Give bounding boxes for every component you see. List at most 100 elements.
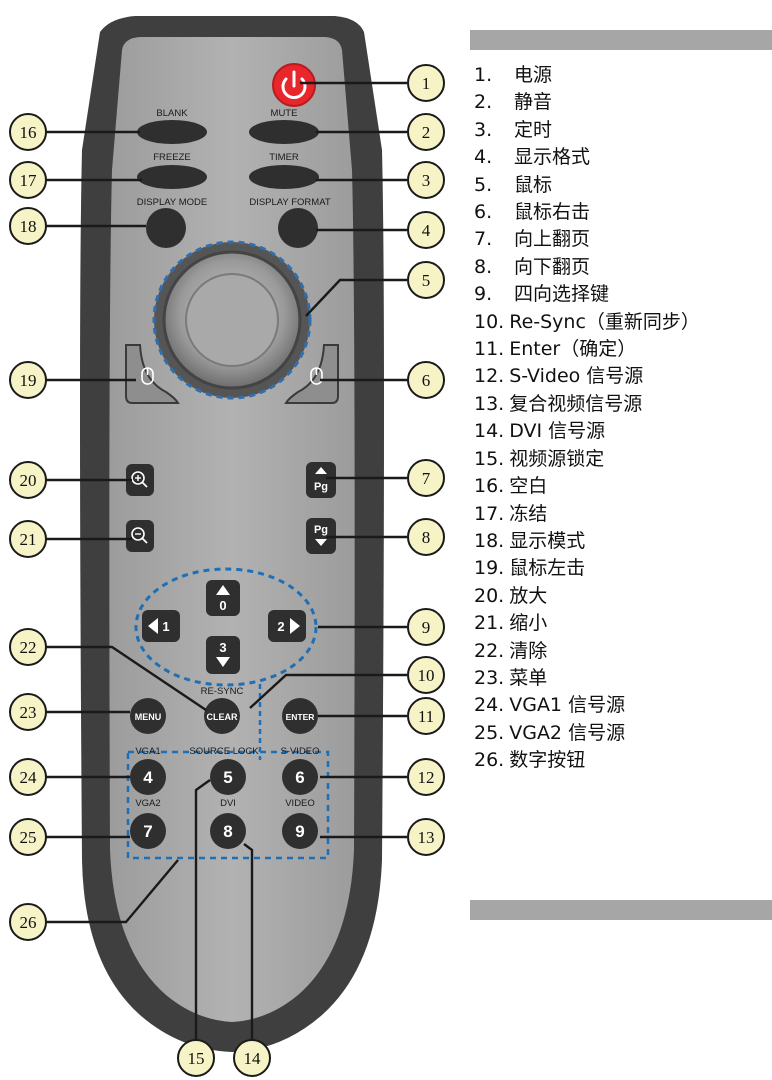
- svg-text:9: 9: [295, 822, 304, 841]
- legend-item-number: 11.: [474, 338, 505, 361]
- page-down-button[interactable]: Pg: [306, 518, 336, 554]
- display-mode-button[interactable]: [146, 208, 186, 248]
- svg-text:17: 17: [20, 171, 38, 190]
- enter-button[interactable]: [282, 698, 318, 734]
- callout-24: 24: [9, 758, 47, 796]
- svg-text:23: 23: [20, 703, 37, 722]
- blank-label: BLANK: [156, 108, 188, 119]
- svg-text:7: 7: [422, 469, 431, 488]
- up-button[interactable]: 0: [206, 580, 240, 616]
- svg-text:11: 11: [418, 707, 434, 726]
- legend-item-number: 16.: [474, 475, 505, 498]
- zoom-in-button[interactable]: [126, 464, 154, 496]
- vga1-label: VGA1: [135, 746, 160, 757]
- legend-item-number: 2.: [474, 91, 493, 114]
- svg-text:21: 21: [20, 530, 37, 549]
- legend-top-bar: [470, 30, 772, 50]
- clear-button[interactable]: [204, 698, 240, 734]
- legend-item-number: 3.: [474, 118, 493, 141]
- zoom-out-button[interactable]: [126, 520, 154, 552]
- legend-item-text: S-Video 信号源: [509, 365, 644, 388]
- callout-23: 23: [9, 693, 47, 731]
- arrow-down-icon: [315, 539, 327, 546]
- legend-item-number: 8.: [474, 255, 493, 278]
- callout-2: 2: [407, 113, 445, 151]
- legend-item-number: 19.: [474, 557, 505, 580]
- svg-text:8: 8: [422, 528, 431, 547]
- legend-item-text: 定时: [514, 118, 553, 141]
- legend-item-number: 18.: [474, 529, 505, 552]
- digit-8-button[interactable]: 8: [210, 813, 246, 849]
- power-button[interactable]: [272, 63, 316, 107]
- down-button[interactable]: 3: [206, 636, 240, 674]
- callout-5: 5: [407, 261, 445, 299]
- digit-7-button[interactable]: 7: [130, 813, 166, 849]
- menu-label: MENU: [135, 712, 162, 722]
- right-button[interactable]: 2: [268, 610, 306, 642]
- legend-item-text: 四向选择键: [514, 283, 610, 306]
- digit-5-button[interactable]: 5: [210, 759, 246, 795]
- mouse-left-click-button[interactable]: [125, 344, 180, 404]
- legend-item-number: 1.: [474, 64, 493, 86]
- mouse-wheel[interactable]: [152, 240, 312, 400]
- legend-item-number: 20.: [474, 584, 505, 607]
- svg-text:19: 19: [20, 371, 37, 390]
- video-label: VIDEO: [285, 798, 315, 809]
- leader-lines: [46, 81, 407, 1040]
- legend-item-number: 13.: [474, 392, 505, 415]
- legend-item: 20.放大: [474, 583, 700, 610]
- callout-17: 17: [9, 161, 47, 199]
- remote-body: [80, 16, 384, 1052]
- legend-item-text: 数字按钮: [509, 749, 586, 772]
- power-icon: [281, 77, 307, 99]
- mouse-right-click-button[interactable]: [284, 344, 339, 404]
- digit-4-button[interactable]: 4: [130, 759, 166, 795]
- legend-item: 25.VGA2 信号源: [474, 720, 700, 747]
- vga2-label: VGA2: [135, 798, 160, 809]
- legend-item: 13.复合视频信号源: [474, 391, 700, 418]
- page-up-button[interactable]: Pg: [306, 462, 336, 498]
- callout-26: 26: [9, 903, 47, 941]
- legend-item-text: 空白: [509, 475, 548, 498]
- freeze-button[interactable]: [137, 165, 207, 189]
- display-format-button[interactable]: [278, 208, 318, 248]
- callout-15: 15: [177, 1039, 215, 1077]
- callout-12: 12: [407, 758, 445, 796]
- digit-9-button[interactable]: 9: [282, 813, 318, 849]
- callout-8: 8: [407, 518, 445, 556]
- callout-9: 9: [407, 608, 445, 646]
- legend-item: 11.Enter（确定）: [474, 336, 700, 363]
- arrow-right-icon: [290, 618, 300, 634]
- legend-item-number: 9.: [474, 283, 493, 306]
- svg-text:16: 16: [20, 123, 37, 142]
- callout-6: 6: [407, 361, 445, 399]
- legend-item: 23.菜单: [474, 665, 700, 692]
- legend-item-number: 22.: [474, 639, 505, 662]
- re-sync-label: RE-SYNC: [201, 686, 244, 697]
- timer-button[interactable]: [249, 165, 319, 189]
- pg-label: Pg: [314, 481, 328, 493]
- svg-text:15: 15: [188, 1049, 205, 1068]
- legend-item: 24.VGA1 信号源: [474, 692, 700, 719]
- legend-item-text: 显示格式: [514, 146, 591, 169]
- blank-button[interactable]: [137, 120, 207, 144]
- legend-item-number: 25.: [474, 721, 505, 744]
- left-button[interactable]: 1: [142, 610, 180, 642]
- svg-text:26: 26: [20, 913, 37, 932]
- callout-1: 1: [407, 64, 445, 102]
- mute-button[interactable]: [249, 120, 319, 144]
- svg-text:18: 18: [20, 217, 37, 236]
- legend-item-number: 10.: [474, 310, 505, 333]
- four-way-selector: [134, 567, 318, 687]
- digit-6-button[interactable]: 6: [282, 759, 318, 795]
- svg-text:12: 12: [418, 768, 435, 787]
- menu-button[interactable]: [130, 698, 166, 734]
- legend-item-number: 14.: [474, 420, 505, 443]
- number-pad-outline: [126, 750, 330, 860]
- callout-22: 22: [9, 628, 47, 666]
- legend-item-number: 5.: [474, 173, 493, 196]
- legend-item-text: 电源: [514, 64, 553, 86]
- display-mode-label: DISPLAY MODE: [137, 197, 207, 208]
- pg-label: Pg: [314, 524, 328, 536]
- svg-text:4: 4: [422, 221, 431, 240]
